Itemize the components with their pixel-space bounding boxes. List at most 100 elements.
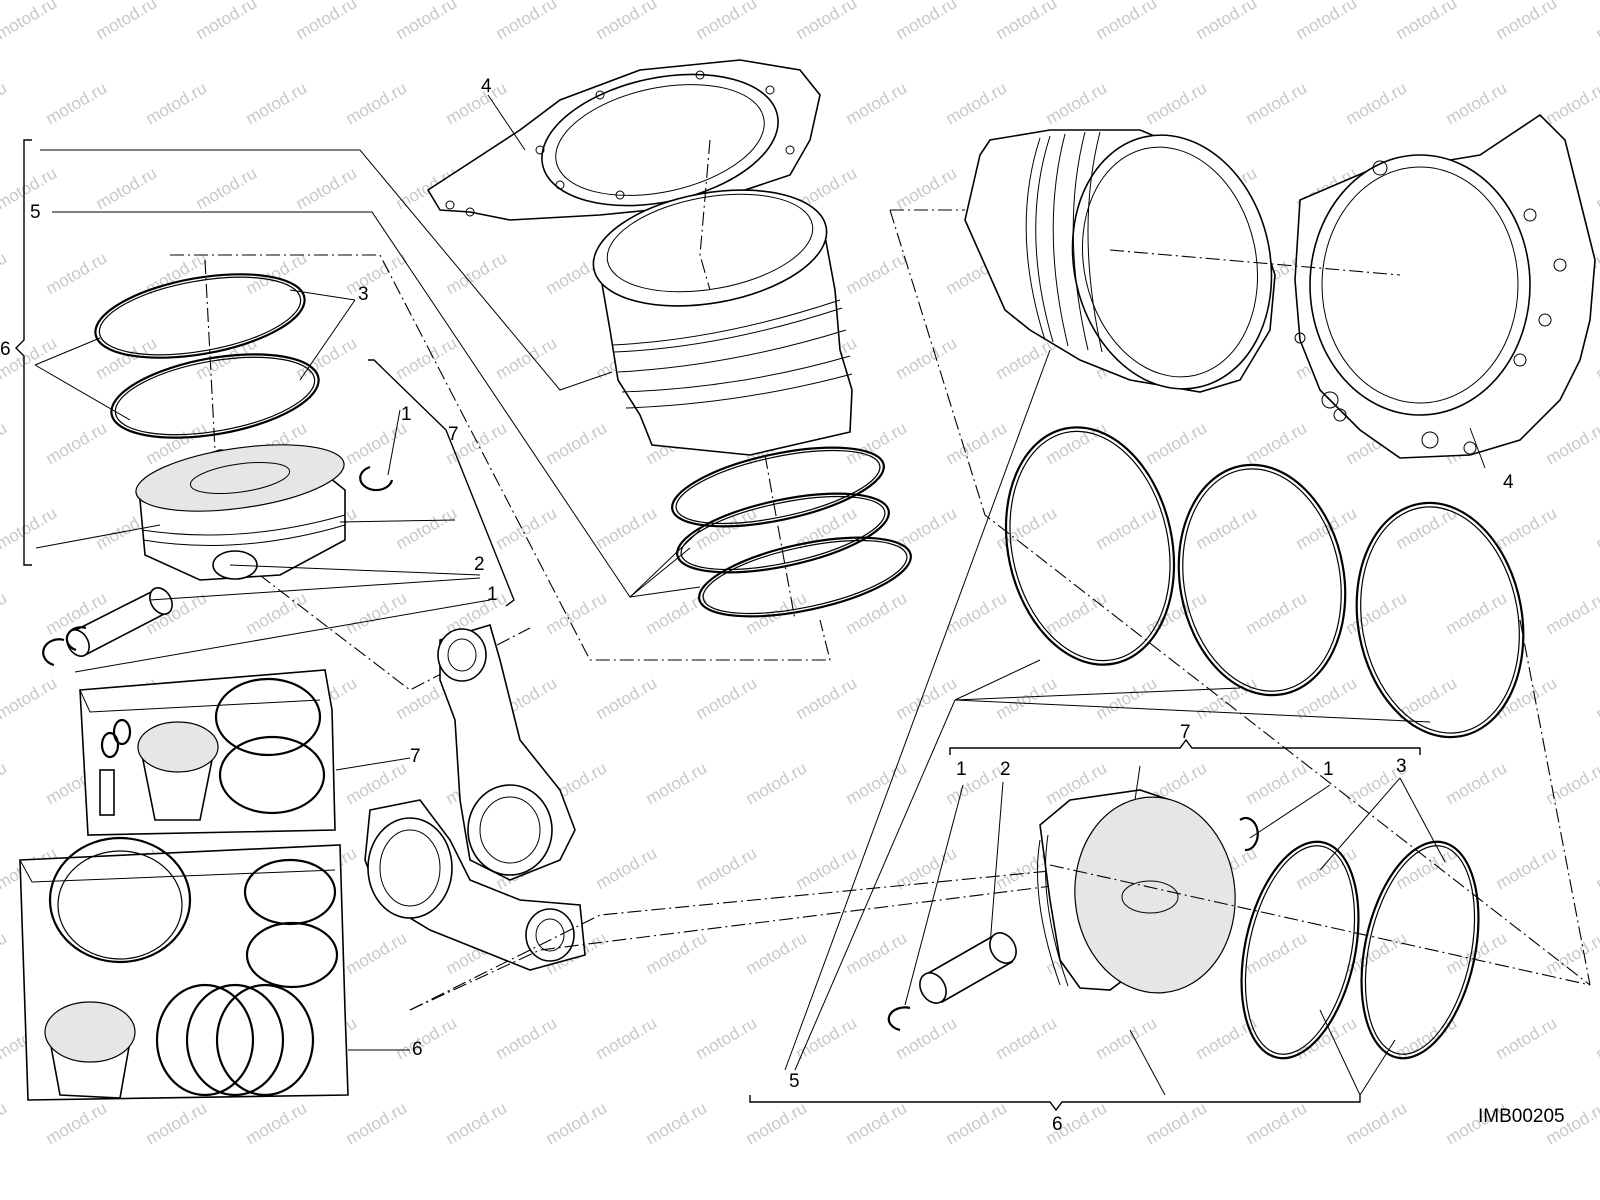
callout-right-kit-brace: 6 [1052, 1114, 1063, 1135]
callout-right-pin: 2 [1000, 759, 1011, 780]
watermark-text: motod.ru [0, 758, 10, 808]
watermark-text: motod.ru [943, 418, 1011, 468]
watermark-text: motod.ru [593, 673, 661, 723]
watermark-text: motod.ru [1493, 1013, 1561, 1063]
watermark-text: motod.ru [843, 1098, 911, 1148]
watermark-text: motod.ru [1343, 588, 1411, 638]
watermark-text: motod.ru [0, 588, 10, 638]
watermark-text: motod.ru [1443, 78, 1511, 128]
watermark-text: motod.ru [943, 78, 1011, 128]
watermark-text: motod.ru [693, 1013, 761, 1063]
watermark-text: motod.ru [1243, 588, 1311, 638]
callout-right-gasket: 4 [1503, 472, 1514, 493]
watermark-text: motod.ru [443, 1098, 511, 1148]
rings-right-small [1240, 840, 1480, 1060]
watermark-text: motod.ru [1593, 333, 1600, 383]
head-gasket-right [1294, 113, 1596, 459]
callout-left-box-kit: 6 [412, 1039, 423, 1060]
callout-left-box-piston: 7 [410, 746, 421, 767]
watermark-text: motod.ru [0, 928, 10, 978]
circlip-left-lower-b [65, 626, 87, 652]
watermark-text: motod.ru [343, 928, 411, 978]
watermark-text: motod.ru [893, 673, 961, 723]
watermark-text: motod.ru [593, 503, 661, 553]
watermark-text: motod.ru [693, 673, 761, 723]
watermark-text: motod.ru [543, 588, 611, 638]
watermark-text: motod.ru [1593, 0, 1600, 43]
watermark-text: motod.ru [643, 928, 711, 978]
watermark-text: motod.ru [493, 333, 561, 383]
watermark-text: motod.ru [143, 1098, 211, 1148]
watermark-text: motod.ru [1393, 843, 1461, 893]
watermark-text: motod.ru [0, 503, 60, 553]
circlip-right-a [887, 1006, 911, 1032]
watermark-text: motod.ru [43, 1098, 111, 1148]
watermark-text: motod.ru [343, 248, 411, 298]
watermark-text: motod.ru [1143, 1098, 1211, 1148]
piston-rings-left [34, 273, 356, 439]
watermark-text: motod.ru [1143, 78, 1211, 128]
watermark-text: motod.ru [1543, 758, 1600, 808]
watermark-text: motod.ru [293, 163, 361, 213]
watermark-text: motod.ru [593, 0, 661, 43]
watermark-text: motod.ru [793, 0, 861, 43]
piston-kit-package-6 [19, 836, 349, 1101]
cylinder-right [964, 129, 1276, 393]
watermark-text: motod.ru [1493, 843, 1561, 893]
watermark-text: motod.ru [743, 758, 811, 808]
watermark-text: motod.ru [1293, 503, 1361, 553]
watermark-text: motod.ru [1093, 1013, 1161, 1063]
watermark-text: motod.ru [343, 78, 411, 128]
watermark-text: motod.ru [843, 758, 911, 808]
watermark-text: motod.ru [1493, 673, 1561, 723]
drawing-code: IMB00205 [1478, 1106, 1565, 1127]
watermark-text: motod.ru [1093, 503, 1161, 553]
watermark-text: motod.ru [993, 0, 1061, 43]
cylinder-left [592, 189, 853, 456]
watermark-text: motod.ru [1543, 78, 1600, 128]
watermark-text: motod.ru [1043, 418, 1111, 468]
piston-right [1037, 789, 1236, 994]
watermark-text: motod.ru [793, 843, 861, 893]
watermark-text: motod.ru [0, 1098, 10, 1148]
watermark-text: motod.ru [393, 1013, 461, 1063]
watermark-text: motod.ru [643, 758, 711, 808]
watermark-text: motod.ru [1593, 503, 1600, 553]
watermark-text: motod.ru [193, 163, 261, 213]
piston-left [135, 444, 346, 581]
watermark-text: motod.ru [443, 248, 511, 298]
watermark-text: motod.ru [443, 78, 511, 128]
watermark-text: motod.ru [1593, 673, 1600, 723]
watermark-text: motod.ru [0, 78, 10, 128]
watermark-text: motod.ru [43, 418, 111, 468]
watermark-text: motod.ru [1493, 0, 1561, 43]
watermark-text: motod.ru [243, 1098, 311, 1148]
watermark-text: motod.ru [593, 843, 661, 893]
watermark-text: motod.ru [0, 673, 60, 723]
watermark-text: motod.ru [493, 1013, 561, 1063]
circlip-left-lower-a [42, 638, 65, 667]
watermark-text: motod.ru [543, 1098, 611, 1148]
watermark-text: motod.ru [643, 1098, 711, 1148]
circlip-left-top [359, 465, 394, 492]
watermark-text: motod.ru [343, 758, 411, 808]
watermark-text: motod.ru [93, 163, 161, 213]
callout-left-pin: 2 [474, 554, 485, 575]
watermark-text: motod.ru [243, 588, 311, 638]
watermark-text: motod.ru [393, 503, 461, 553]
watermark-text: motod.ru [343, 418, 411, 468]
piston-pin-right [919, 932, 1017, 1004]
callout-left-circlip: 1 [401, 404, 412, 425]
watermark-text: motod.ru [1393, 0, 1461, 43]
watermark-text: motod.ru [943, 1098, 1011, 1148]
watermark-text: motod.ru [843, 78, 911, 128]
head-gasket-left [426, 59, 821, 221]
watermark-text: motod.ru [493, 503, 561, 553]
watermark-text: motod.ru [1593, 1013, 1600, 1063]
watermark-text: motod.ru [1443, 588, 1511, 638]
watermark-text: motod.ru [0, 418, 10, 468]
watermark-text: motod.ru [43, 248, 111, 298]
watermark-text: motod.ru [43, 78, 111, 128]
watermark-text: motod.ru [893, 0, 961, 43]
